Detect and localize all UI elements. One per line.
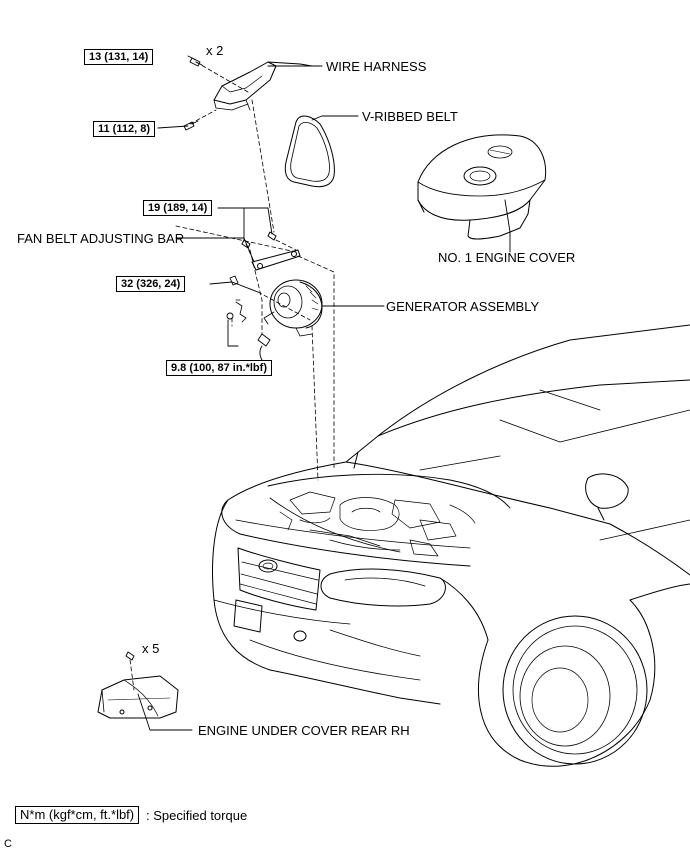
engine-under-cover-illustration [97,651,179,719]
torque-spec-harness-bracket-bolt: 11 (112, 8) [93,121,155,137]
legend-unit-box: N*m (kgf*cm, ft.*lbf) [15,806,140,824]
fan-belt-adjusting-bar-illustration [241,231,301,271]
label-fan-belt-adjusting-bar: FAN BELT ADJUSTING BAR [17,231,185,246]
long-bolt [226,275,259,323]
harness-bolt-quantity: x 2 [206,43,224,58]
figure-code: C [4,838,12,850]
label-v-ribbed-belt: V-RIBBED BELT [362,109,458,124]
vehicle-illustration [212,324,690,767]
label-generator-assembly: GENERATOR ASSEMBLY [386,299,540,314]
generator-illustration [263,279,323,337]
wire-harness-illustration [213,61,313,111]
leader-lines [137,55,511,731]
torque-spec-terminal-nut: 9.8 (100, 87 in.*lbf) [166,360,272,376]
torque-spec-harness-bolt: 13 (131, 14) [84,49,154,65]
engine-cover-illustration [417,134,547,240]
label-wire-harness: WIRE HARNESS [326,59,427,74]
torque-spec-adjusting-bar-bolt: 19 (189, 14) [143,200,213,216]
v-ribbed-belt-illustration [284,115,335,188]
torque-spec-generator-through-bolt: 32 (326, 24) [116,276,186,292]
label-engine-cover: NO. 1 ENGINE COVER [438,250,576,265]
under-cover-clip-quantity: x 5 [142,641,160,656]
legend-description: : Specified torque [146,808,248,823]
dashed-alignment-lines [129,61,335,691]
label-engine-under-cover: ENGINE UNDER COVER REAR RH [198,723,410,738]
